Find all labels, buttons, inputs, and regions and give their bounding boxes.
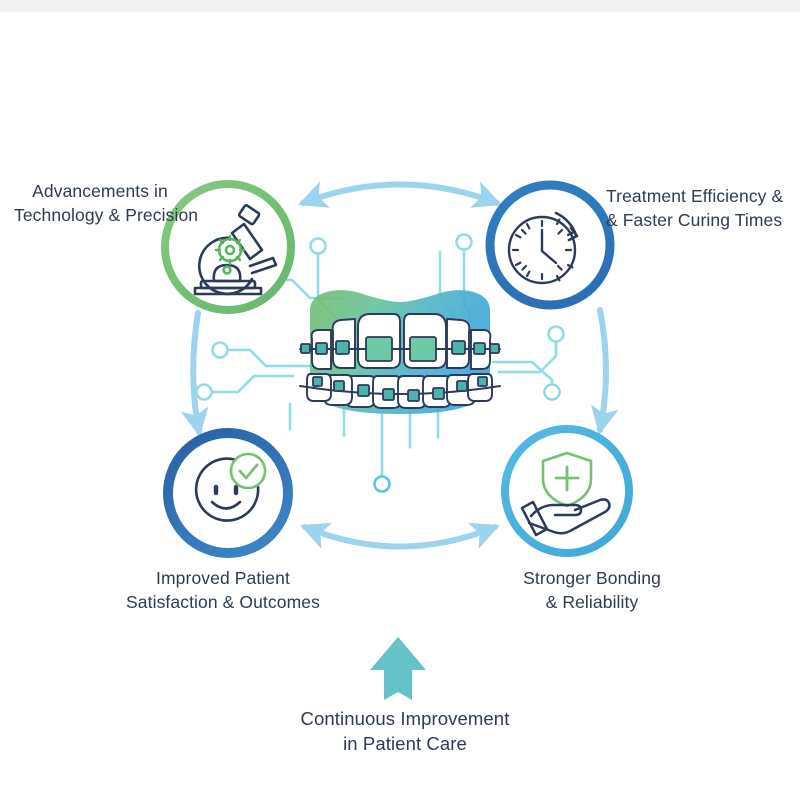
right-down-arrow xyxy=(590,307,619,436)
label-continuous-improvement: Continuous Improvement in Patient Care xyxy=(260,707,550,757)
node-satisfaction[interactable] xyxy=(163,428,293,558)
node-bonding[interactable] xyxy=(501,425,633,557)
braces-teeth-illustration xyxy=(299,290,501,414)
label-technology: Advancements in Technology & Precision xyxy=(14,180,199,227)
braces-brackets xyxy=(300,336,500,402)
left-down-arrow xyxy=(180,310,209,438)
clock-icon xyxy=(507,211,579,285)
label-bonding: Stronger Bonding & Reliability xyxy=(492,567,692,614)
hand-shield-plus-icon xyxy=(520,451,611,537)
label-bonding-line2: & Reliability xyxy=(545,591,639,612)
label-efficiency: Treatment Efficiency & & Faster Curing T… xyxy=(606,185,796,232)
smiley-check-icon xyxy=(194,457,260,522)
label-technology-line1: Advancements in xyxy=(32,181,168,201)
top-double-arrow xyxy=(298,181,502,208)
node-efficiency[interactable] xyxy=(485,180,615,310)
node-efficiency-ring xyxy=(485,180,615,310)
label-satisfaction-line1: Improved Patient xyxy=(156,568,290,588)
label-continuous-line1: Continuous Improvement xyxy=(300,708,510,729)
check-badge-icon xyxy=(229,452,267,490)
top-edge-band xyxy=(0,0,800,12)
label-satisfaction: Improved Patient Satisfaction & Outcomes xyxy=(108,567,338,614)
label-efficiency-line1: Treatment Efficiency & xyxy=(606,186,784,206)
microscope-icon xyxy=(193,204,278,296)
node-technology[interactable] xyxy=(161,180,295,314)
label-bonding-line1: Stronger Bonding xyxy=(523,568,661,588)
label-efficiency-line2: & Faster Curing Times xyxy=(606,209,783,230)
label-continuous-line2: in Patient Care xyxy=(343,732,467,754)
label-satisfaction-line2: Satisfaction & Outcomes xyxy=(126,591,320,612)
bottom-double-arrow xyxy=(300,522,500,550)
braces-wires xyxy=(299,348,501,395)
node-satisfaction-ring xyxy=(163,428,293,558)
connector-arrows xyxy=(180,181,619,550)
label-technology-line2: Technology & Precision xyxy=(14,204,199,225)
up-arrow-icon xyxy=(370,637,426,700)
